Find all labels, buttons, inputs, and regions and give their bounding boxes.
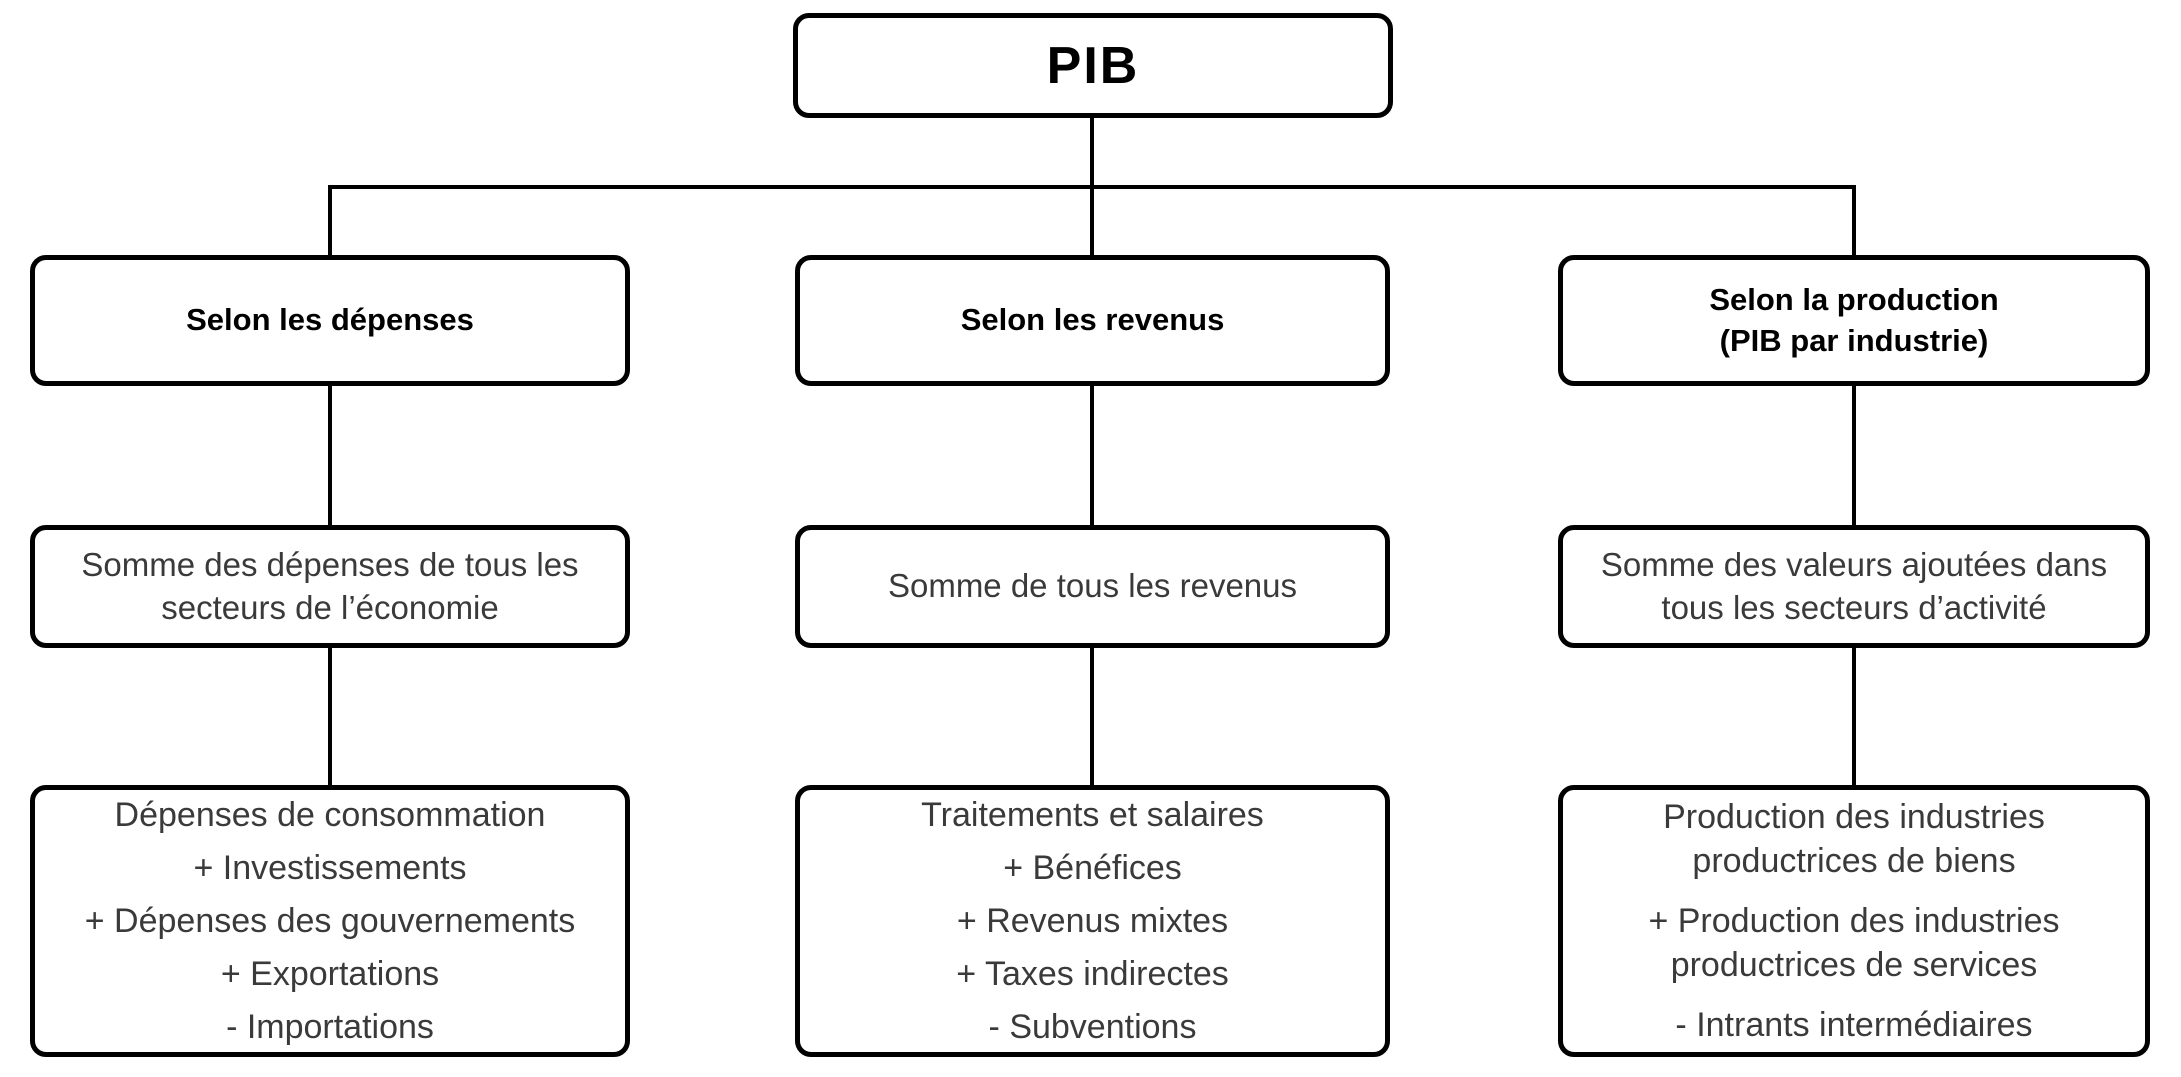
item-line: - Subventions <box>988 1008 1197 1047</box>
node-pib: PIB <box>793 13 1393 118</box>
item-line: + Exportations <box>220 955 440 994</box>
item-line: + Revenus mixtes <box>956 901 1229 940</box>
node-header-depenses: Selon les dépenses <box>30 255 630 386</box>
node-header-revenus: Selon les revenus <box>795 255 1390 386</box>
item-line: - Importations <box>226 1008 434 1047</box>
header-label: Selon les dépenses <box>186 302 474 338</box>
node-summary-depenses: Somme des dépenses de tous les secteurs … <box>30 525 630 648</box>
node-items-depenses: Dépenses de consommation + Investissemen… <box>30 785 630 1057</box>
node-header-production: Selon la production (PIB par industrie) <box>1558 255 2150 386</box>
connector-col2-header-summary <box>1090 384 1094 527</box>
node-summary-revenus: Somme de tous les revenus <box>795 525 1390 648</box>
item-line: - Intrants intermédiaires <box>1675 1006 2033 1045</box>
header-label: Selon la production (PIB par industrie) <box>1709 282 1999 358</box>
connector-col3-header-summary <box>1852 384 1856 527</box>
connector-right-drop <box>1852 185 1856 257</box>
summary-label: Somme des valeurs ajoutées dans tous les… <box>1600 545 2108 626</box>
connector-col3-summary-items <box>1852 646 1856 787</box>
connector-col1-header-summary <box>328 384 332 527</box>
item-line: + Investissements <box>193 848 467 887</box>
item-line: + Production des industries productrices… <box>1648 901 2060 985</box>
item-line: + Taxes indirectes <box>956 955 1229 994</box>
node-items-production: Production des industries productrices d… <box>1558 785 2150 1057</box>
connector-col1-summary-items <box>328 646 332 787</box>
item-line: Production des industries productrices d… <box>1663 797 2045 880</box>
connector-left-drop <box>328 185 332 257</box>
connector-col2-summary-items <box>1090 646 1094 787</box>
header-label: Selon les revenus <box>960 302 1225 338</box>
item-line: Traitements et salaires <box>921 795 1264 834</box>
node-items-revenus: Traitements et salaires + Bénéfices + Re… <box>795 785 1390 1057</box>
item-line: Dépenses de consommation <box>114 795 546 834</box>
summary-label: Somme de tous les revenus <box>887 567 1298 605</box>
pib-title: PIB <box>1046 36 1140 95</box>
summary-label: Somme des dépenses de tous les secteurs … <box>81 545 579 626</box>
connector-main-horizontal <box>328 185 1856 189</box>
item-line: + Bénéfices <box>1003 848 1182 887</box>
node-summary-production: Somme des valeurs ajoutées dans tous les… <box>1558 525 2150 648</box>
item-line: + Dépenses des gouvernements <box>84 901 576 940</box>
